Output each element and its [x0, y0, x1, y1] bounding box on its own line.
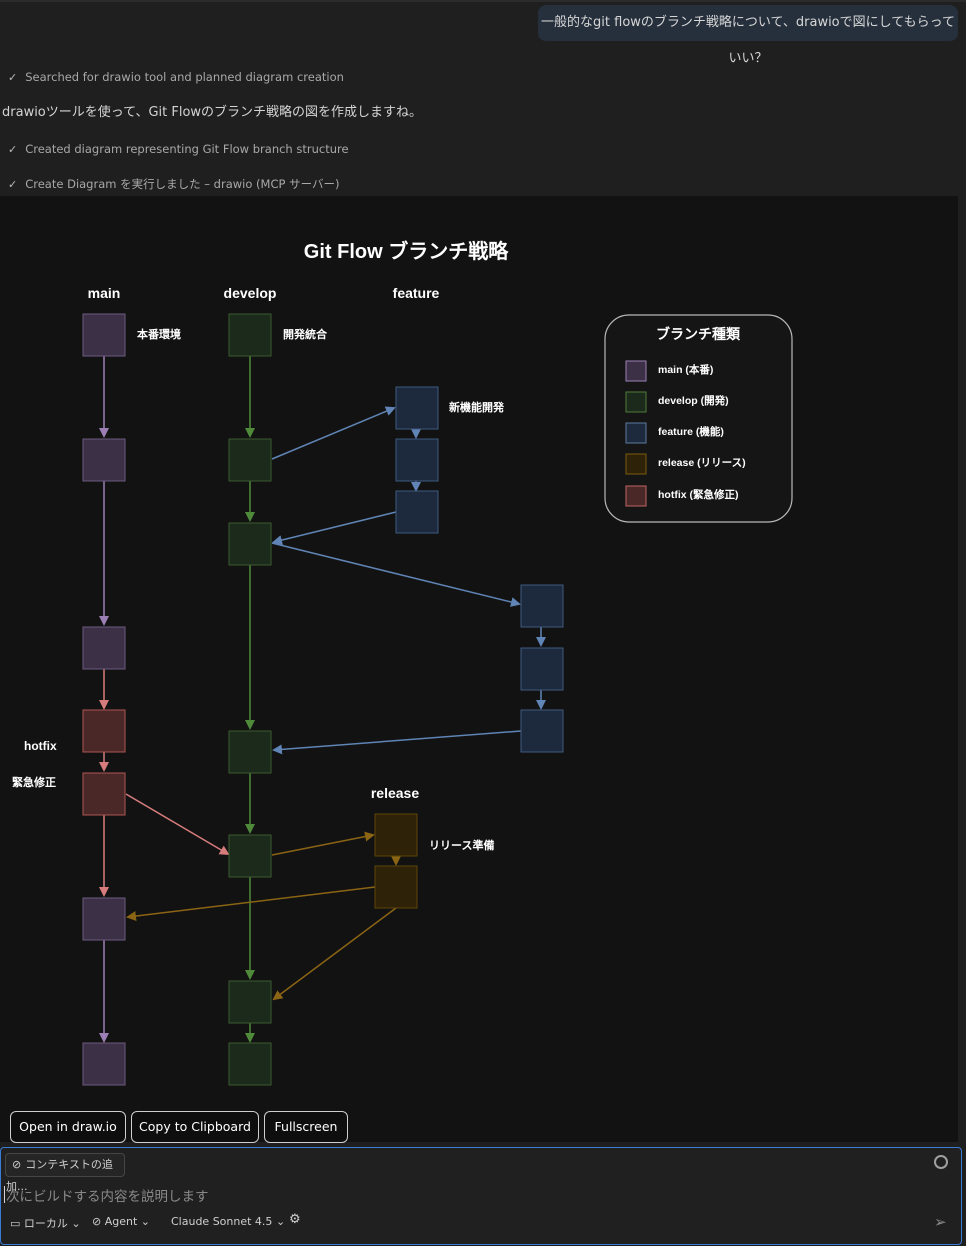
- main-commit[interactable]: [82, 626, 126, 670]
- diagram-title: Git Flow ブランチ戦略: [304, 239, 509, 263]
- top-border: [0, 0, 966, 2]
- tools-icon[interactable]: ⚙: [289, 1212, 301, 1227]
- add-context-label: コンテキストの追加...: [6, 1158, 113, 1193]
- legend-label-main: main (本番): [658, 363, 713, 376]
- column-main: main: [88, 285, 121, 301]
- status-text: Create Diagram を実行しました – drawio (MCP サーバ…: [25, 177, 340, 191]
- status-tool-run[interactable]: ✓ Create Diagram を実行しました – drawio (MCP サー…: [8, 176, 339, 192]
- main-commit[interactable]: [82, 1042, 126, 1086]
- status-text: Searched for drawio tool and planned dia…: [25, 70, 344, 84]
- legend-swatch-hotfix: [625, 485, 647, 507]
- release-commit[interactable]: [374, 813, 418, 857]
- release-commit[interactable]: [374, 865, 418, 909]
- edge-release-branch: [271, 831, 375, 856]
- location-label: ローカル: [23, 1217, 68, 1230]
- develop-commit[interactable]: [228, 1042, 272, 1086]
- legend-swatch-main: [625, 360, 647, 382]
- main-commit[interactable]: [82, 313, 126, 357]
- chevron-down-icon: ⌄: [71, 1217, 81, 1230]
- edge-feature-branch: [271, 542, 521, 607]
- feature-commit[interactable]: [520, 709, 564, 753]
- feature-commit[interactable]: [395, 386, 439, 430]
- agent-icon: ⊘: [92, 1215, 102, 1228]
- model-picker[interactable]: Claude Sonnet 4.5 ⌄: [171, 1215, 285, 1228]
- diagram-panel: Git Flow ブランチ戦略 main develop feature 本番環…: [0, 196, 958, 1142]
- mode-label: Agent: [104, 1215, 138, 1228]
- main-commit[interactable]: [82, 438, 126, 482]
- feature-commit[interactable]: [520, 647, 564, 691]
- feature-commit[interactable]: [395, 438, 439, 482]
- column-develop: develop: [224, 285, 277, 301]
- label-hotfix: hotfix: [24, 739, 57, 753]
- legend-title: ブランチ種類: [656, 326, 741, 342]
- add-context-button[interactable]: ⊘コンテキストの追加...: [5, 1153, 125, 1193]
- paperclip-icon: ⊘: [12, 1158, 22, 1171]
- legend-label-develop: develop (開発): [658, 394, 729, 407]
- status-searched[interactable]: ✓ Searched for drawio tool and planned di…: [8, 70, 344, 84]
- check-icon: ✓: [8, 71, 18, 84]
- hotfix-commit[interactable]: [82, 709, 126, 753]
- column-feature: feature: [393, 285, 440, 301]
- chevron-down-icon: ⌄: [140, 1215, 150, 1228]
- status-created[interactable]: ✓ Created diagram representing Git Flow b…: [8, 142, 349, 156]
- legend-swatch-release: [625, 453, 647, 475]
- assistant-reply: drawioツールを使って、Git Flowのブランチ戦略の図を作成しますね。: [2, 105, 423, 120]
- develop-commit[interactable]: [228, 313, 272, 357]
- status-text: Created diagram representing Git Flow br…: [25, 142, 349, 156]
- edge-release-merge-main: [126, 886, 376, 921]
- git-flow-diagram: Git Flow ブランチ戦略 main develop feature 本番環…: [12, 239, 793, 1086]
- legend-label-feature: feature (機能): [658, 425, 724, 438]
- label-develop-integration: 開発統合: [283, 327, 328, 341]
- develop-commit[interactable]: [228, 730, 272, 774]
- edge-release-merge-develop: [272, 907, 397, 1001]
- monitor-icon: ▭: [10, 1217, 21, 1230]
- develop-commit[interactable]: [228, 438, 272, 482]
- mode-picker[interactable]: ⊘ Agent ⌄: [92, 1215, 150, 1228]
- edge-feature-merge: [272, 730, 522, 755]
- text-caret: [4, 1186, 5, 1203]
- chat-input-container: [0, 1147, 962, 1245]
- chevron-down-icon: ⌄: [275, 1215, 286, 1228]
- legend-swatch-feature: [625, 422, 647, 444]
- open-in-drawio-button[interactable]: Open in draw.io: [10, 1111, 126, 1143]
- user-message: 一般的なgit flowのブランチ戦略について、drawioで図にしてもらってい…: [538, 5, 958, 66]
- copy-to-clipboard-button[interactable]: Copy to Clipboard: [131, 1111, 259, 1143]
- label-release: release: [371, 785, 419, 801]
- check-icon: ✓: [8, 178, 18, 191]
- legend-label-hotfix: hotfix (緊急修正): [658, 488, 739, 501]
- hotfix-commit[interactable]: [82, 772, 126, 816]
- legend-label-release: release (リリース): [658, 457, 746, 469]
- label-release-sub: リリース準備: [429, 838, 494, 852]
- location-picker[interactable]: ▭ ローカル ⌄: [10, 1215, 81, 1231]
- chat-input[interactable]: 次にビルドする内容を説明します: [6, 1189, 209, 1205]
- label-hotfix-sub: 緊急修正: [12, 775, 56, 789]
- send-icon[interactable]: ➢: [934, 1213, 947, 1231]
- legend-box: [604, 314, 793, 523]
- legend: ブランチ種類 main (本番) develop (開発) feature (機…: [604, 314, 793, 523]
- check-icon: ✓: [8, 143, 18, 156]
- context-usage-icon[interactable]: [934, 1155, 948, 1169]
- feature-commit[interactable]: [395, 490, 439, 534]
- feature-commit[interactable]: [520, 584, 564, 628]
- fullscreen-button[interactable]: Fullscreen: [264, 1111, 348, 1143]
- label-main-env: 本番環境: [137, 327, 181, 341]
- develop-commit[interactable]: [228, 834, 272, 878]
- edge-hotfix-merge: [125, 793, 230, 856]
- develop-commit[interactable]: [228, 522, 272, 566]
- legend-swatch-develop: [625, 391, 647, 413]
- edge-feature-merge: [272, 511, 397, 545]
- model-label: Claude Sonnet 4.5: [171, 1215, 273, 1228]
- main-commit[interactable]: [82, 897, 126, 941]
- edge-feature-branch: [271, 406, 396, 460]
- label-feature-dev: 新機能開発: [449, 400, 505, 414]
- develop-commit[interactable]: [228, 980, 272, 1024]
